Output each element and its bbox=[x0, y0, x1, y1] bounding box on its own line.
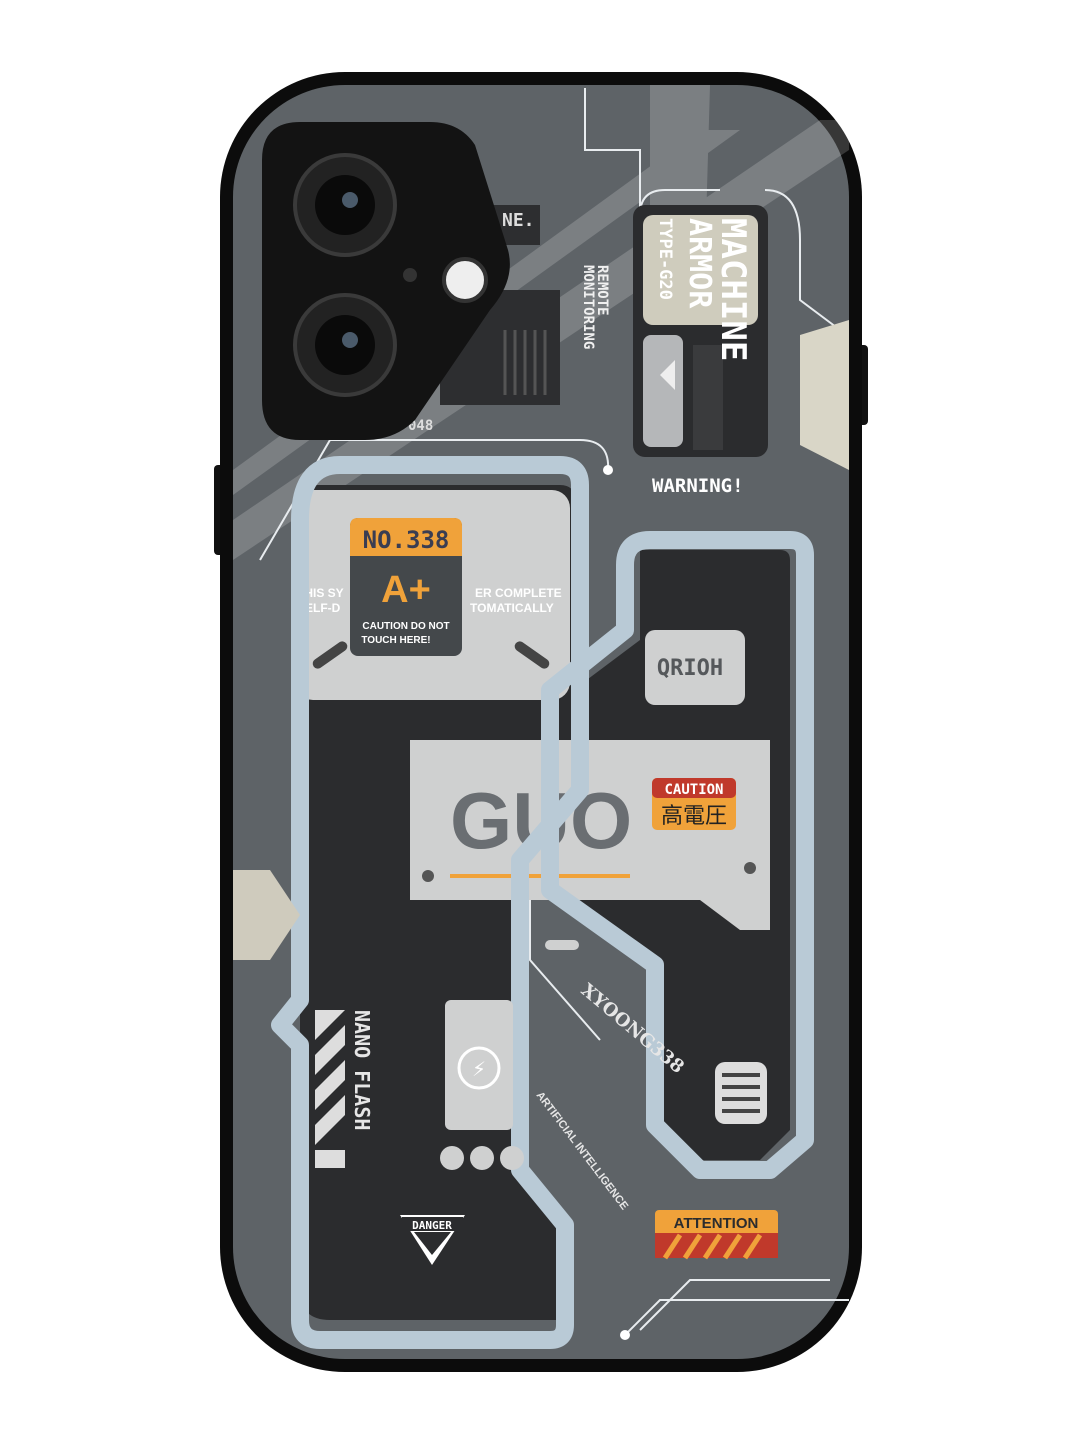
nano-flash-stripes bbox=[315, 1010, 345, 1168]
svg-text:高電圧: 高電圧 bbox=[661, 804, 727, 829]
svg-text:TYPE-G20: TYPE-G20 bbox=[655, 218, 675, 300]
remote-label: REMOTE bbox=[594, 265, 610, 316]
svg-text:CAUTION: CAUTION bbox=[664, 782, 723, 798]
nano-flash-label: NANO FLASH bbox=[350, 1010, 374, 1130]
caution-badge: CAUTION 高電圧 bbox=[652, 778, 736, 830]
qrioh-label: QRIOH bbox=[657, 656, 723, 681]
svg-text:TOUCH HERE!: TOUCH HERE! bbox=[361, 635, 430, 646]
attention-badge: ATTENTION bbox=[655, 1210, 778, 1260]
svg-text:MACHINE: MACHINE bbox=[713, 218, 753, 361]
svg-text:A+: A+ bbox=[381, 569, 431, 611]
top-fragment: NE. bbox=[502, 210, 535, 231]
lightning-icon bbox=[457, 1046, 501, 1090]
armor-outline bbox=[271, 456, 814, 1349]
svg-text:ATTENTION: ATTENTION bbox=[674, 1215, 759, 1232]
svg-text:DANGER: DANGER bbox=[412, 1219, 452, 1232]
system-text-4: TOMATICALLY bbox=[470, 601, 554, 615]
danger-sign: DANGER bbox=[400, 1215, 465, 1265]
system-text-2: ER COMPLETE bbox=[475, 586, 562, 600]
no338-badge: NO.338 A+ CAUTION DO NOT TOUCH HERE! bbox=[350, 518, 462, 656]
svg-text:NO.338: NO.338 bbox=[363, 526, 450, 554]
camera-module bbox=[262, 122, 510, 440]
svg-text:⚡: ⚡ bbox=[472, 1057, 486, 1081]
warning-label: WARNING! bbox=[652, 475, 744, 497]
code-fragment: 048 bbox=[408, 418, 433, 434]
machine-armor-module: MACHINE ARMOR TYPE-G20 bbox=[633, 205, 768, 457]
charging-pad bbox=[445, 1000, 513, 1130]
side-accent bbox=[233, 870, 300, 960]
monitoring-label: MONITORING bbox=[580, 265, 596, 349]
svg-text:CAUTION DO NOT: CAUTION DO NOT bbox=[362, 621, 449, 632]
side-accent-right bbox=[800, 320, 849, 470]
svg-text:ARMOR: ARMOR bbox=[682, 218, 717, 309]
vent-grille bbox=[715, 1062, 767, 1124]
flash-icon bbox=[442, 257, 488, 303]
